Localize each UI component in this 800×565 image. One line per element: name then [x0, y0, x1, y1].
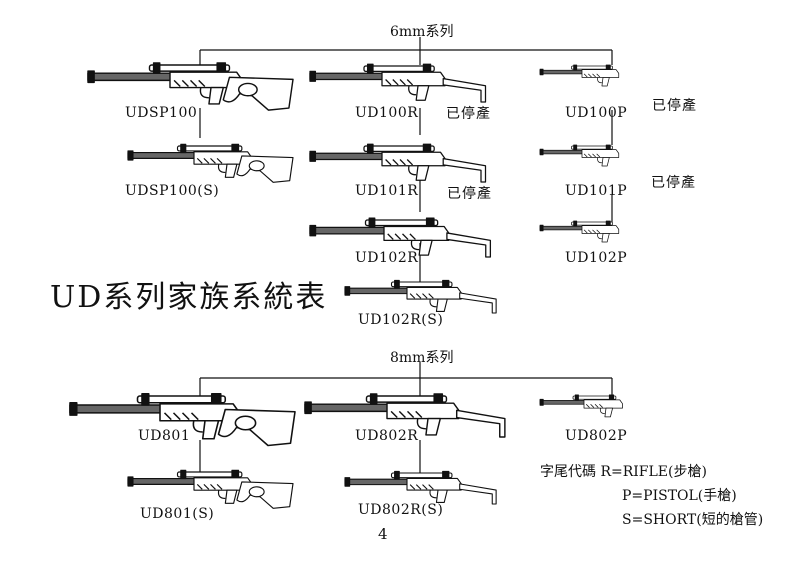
label-ud802rs: UD802R(S): [358, 502, 444, 518]
gun-udsp100: [87, 62, 294, 111]
label-ud102r: UD102R: [355, 250, 419, 266]
gun-ud101p: [539, 144, 620, 167]
legend-line-3: S=SHORT(短的槍管): [622, 512, 764, 528]
legend-line-2: P=PISTOL(手槍): [622, 488, 737, 504]
label-ud101p: UD101P: [565, 183, 628, 199]
gun-ud101r: [309, 143, 487, 183]
discontinued-note-ud101r: 已停產: [447, 186, 492, 202]
gun-ud802r: [304, 393, 506, 438]
label-ud100r: UD100R: [355, 105, 419, 121]
group-header-8mm: 8mm系列: [390, 350, 454, 366]
gun-udsp100s: [127, 143, 294, 183]
label-ud101r: UD101R: [355, 183, 419, 199]
label-ud102p: UD102P: [565, 250, 628, 266]
discontinued-note-ud100r: 已停產: [446, 106, 491, 122]
gun-ud102p: [539, 220, 620, 243]
label-ud102rs: UD102R(S): [358, 312, 444, 328]
label-ud802p: UD802P: [565, 428, 628, 444]
gun-ud100r: [309, 63, 487, 103]
gun-ud801s: [127, 469, 294, 509]
discontinued-note-ud100p: 已停產: [652, 98, 697, 114]
page-title: UD系列家族系統表: [50, 280, 328, 315]
gun-ud102r: [309, 217, 492, 258]
legend-line-1: 字尾代碼 R=RIFLE(步槍): [540, 464, 707, 480]
discontinued-note-ud101p: 已停產: [651, 175, 696, 191]
gun-ud802p: [539, 394, 623, 418]
label-ud100p: UD100P: [565, 105, 628, 121]
label-ud801: UD801: [138, 428, 191, 444]
page-number: 4: [378, 525, 388, 543]
label-ud801s: UD801(S): [140, 506, 215, 522]
gun-ud801: [69, 392, 296, 447]
group-header-6mm: 6mm系列: [390, 24, 454, 40]
gun-ud102rs: [344, 279, 497, 314]
label-udsp100: UDSP100: [125, 105, 198, 121]
gun-ud802rs: [344, 470, 497, 505]
gun-ud100p: [539, 64, 620, 87]
label-ud802r: UD802R: [355, 428, 419, 444]
label-udsp100s: UDSP100(S): [125, 183, 220, 199]
